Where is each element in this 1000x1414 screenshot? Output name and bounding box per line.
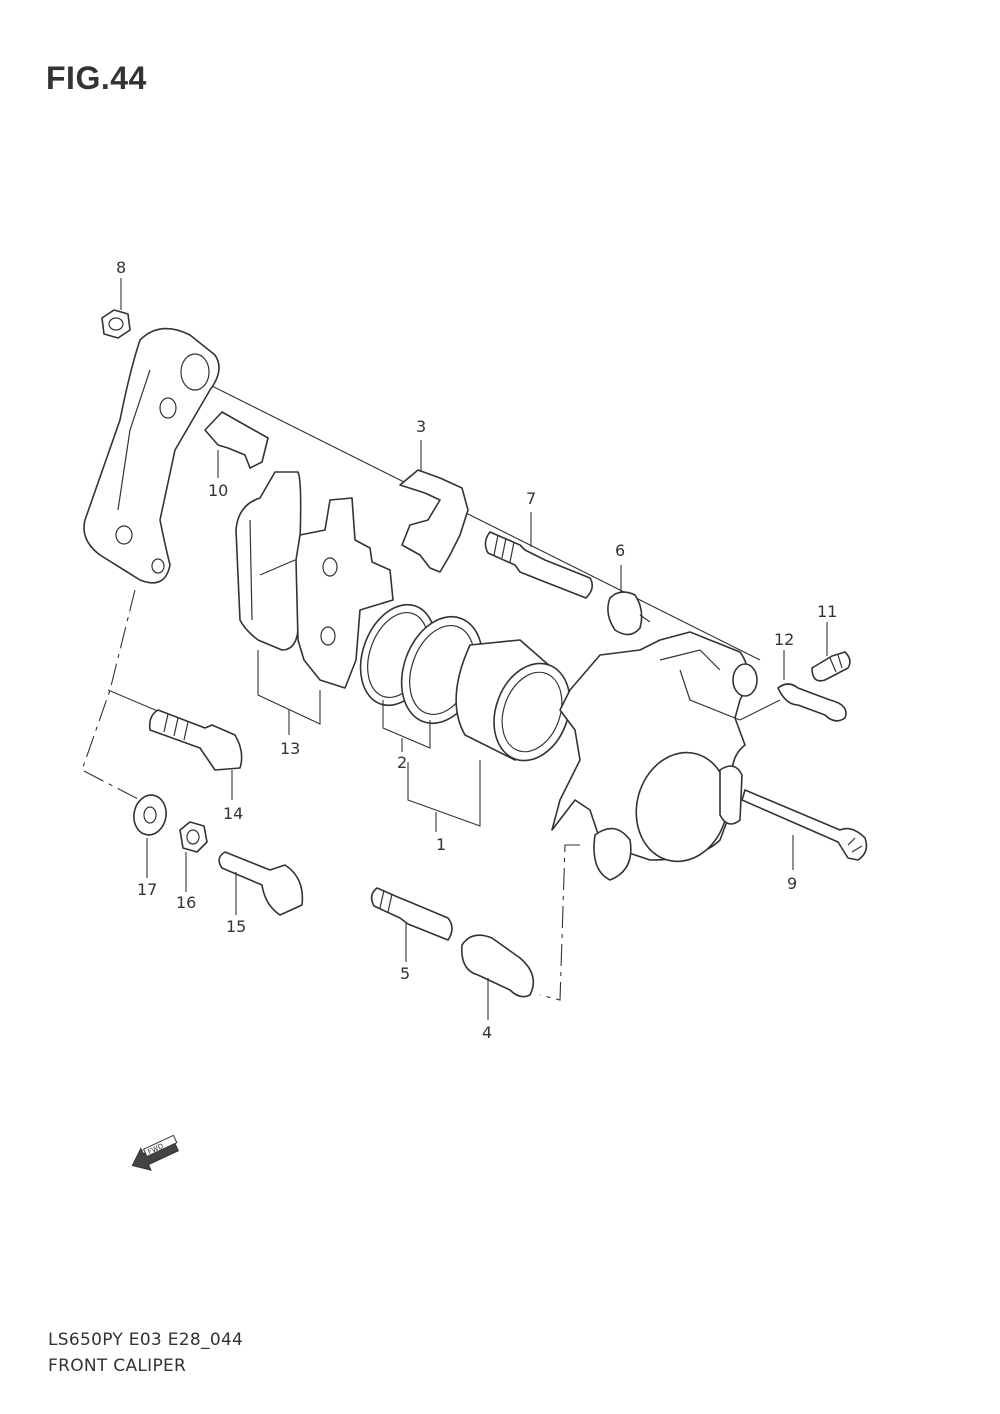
part-17-washer [133,794,167,878]
piston [407,639,571,832]
model-code: LS650PY E03 E28_044 [48,1330,244,1350]
part-13-brake-pads [235,471,394,735]
callout-17: 17 [137,880,157,899]
callout-12: 12 [774,630,794,649]
callout-16: 16 [176,893,196,912]
pin-centerline [539,844,580,1001]
callout-4: 4 [482,1023,492,1042]
part-10-pad-spring [204,411,269,478]
callout-7: 7 [526,489,536,508]
axis-line [189,374,761,661]
part-15-bolt [218,851,304,916]
part-4-caliper-pin [461,934,535,1020]
part-5-slide-pin [370,887,453,962]
callout-13: 13 [280,739,300,758]
part-7-slide-pin [484,512,594,599]
figure-title: FIG.44 [46,60,147,96]
part-6-boot [607,565,651,636]
part-1-caliper-body [551,631,758,881]
mount-centerline [81,589,141,801]
callout-2: 2 [397,753,407,772]
callout-15: 15 [226,917,246,936]
part-3-pad-retainer [399,440,469,573]
callout-3: 3 [416,417,426,436]
callout-8: 8 [116,258,126,277]
part-11-bleeder-valve [811,622,851,682]
callout-1: 1 [436,835,446,854]
figure-name: FRONT CALIPER [48,1356,187,1376]
caliper-bracket [83,327,220,584]
callout-5: 5 [400,964,410,983]
part-12-bleeder-cap [739,650,847,722]
callout-10: 10 [208,481,228,500]
callout-9: 9 [787,874,797,893]
part-8-nut [101,278,131,339]
callout-11: 11 [817,602,837,621]
callout-6: 6 [615,541,625,560]
part-14-bolt [148,709,243,800]
part-16-nut [179,821,208,892]
callout-14: 14 [223,804,243,823]
part-9-caliper-bolt [741,789,868,870]
forward-arrow-icon: FWD [131,1134,180,1171]
